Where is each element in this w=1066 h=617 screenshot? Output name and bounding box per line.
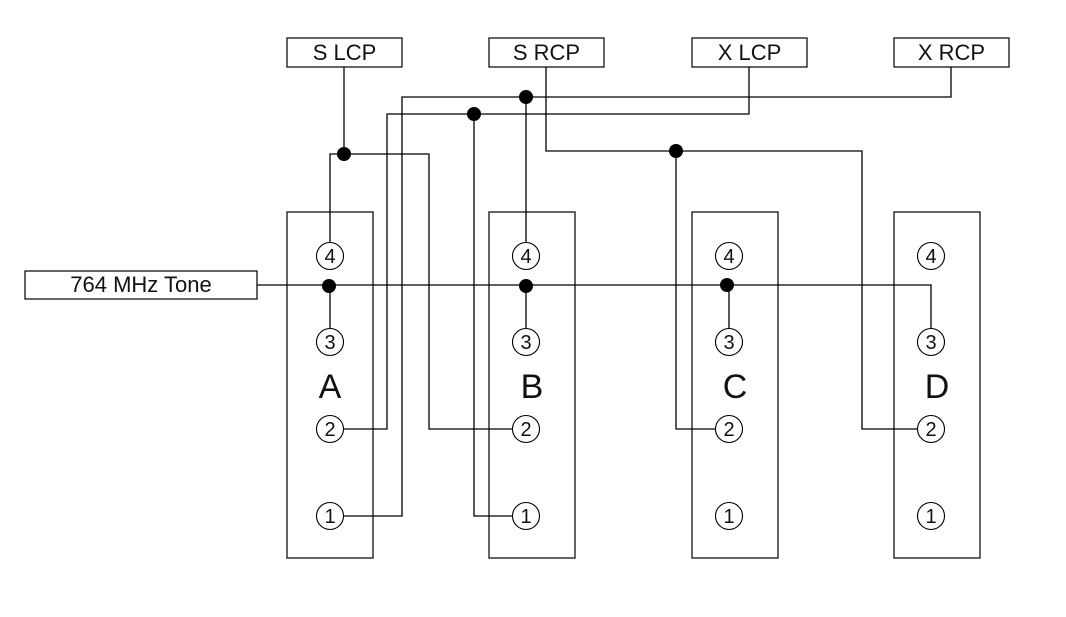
panel-B xyxy=(488,211,576,559)
port-number: 4 xyxy=(723,246,734,268)
junctions xyxy=(322,90,734,293)
wire-tone-bus xyxy=(257,284,932,329)
port-D-4: 4 xyxy=(916,241,946,271)
port-number: 3 xyxy=(723,332,734,354)
wire-s-rcp-to-c2 xyxy=(675,151,716,430)
junction-tone-c xyxy=(720,278,734,292)
wire-x-rcp-trunk xyxy=(526,67,952,98)
port-circle xyxy=(714,414,744,444)
port-A-1: 1 xyxy=(315,501,345,531)
wire-x-lcp-trunk xyxy=(474,67,750,115)
port-circle xyxy=(315,241,345,271)
panel-C-box xyxy=(691,211,779,559)
tone-source: 764 MHz Tone xyxy=(24,270,258,300)
port-number: 2 xyxy=(520,419,531,441)
port-B-4: 4 xyxy=(511,241,541,271)
port-number: 1 xyxy=(925,506,936,528)
port-circle xyxy=(916,414,946,444)
panel-B-box xyxy=(488,211,576,559)
port-circle xyxy=(916,501,946,531)
source-x-lcp-box xyxy=(691,37,808,68)
port-number: 3 xyxy=(520,332,531,354)
port-circle xyxy=(714,241,744,271)
ports: 4 3 2 1 4 3 2 1 4 3 2 1 4 3 2 1 xyxy=(315,241,946,531)
port-number: 2 xyxy=(925,419,936,441)
port-number: 1 xyxy=(520,506,531,528)
port-number: 4 xyxy=(520,246,531,268)
source-s-lcp: S LCP xyxy=(286,37,403,68)
source-s-rcp-box xyxy=(488,37,605,68)
port-number: 1 xyxy=(324,506,335,528)
source-x-lcp-label: X LCP xyxy=(718,40,782,65)
port-circle xyxy=(916,327,946,357)
port-circle xyxy=(916,241,946,271)
port-C-1: 1 xyxy=(714,501,744,531)
junction-tone-b xyxy=(519,279,533,293)
port-circle xyxy=(315,327,345,357)
tone-label: 764 MHz Tone xyxy=(70,272,211,297)
panel-A-box xyxy=(286,211,374,559)
port-B-3: 3 xyxy=(511,327,541,357)
port-C-2: 2 xyxy=(714,414,744,444)
panel-D xyxy=(893,211,981,559)
wire-x-lcp-to-b1 xyxy=(473,114,513,517)
port-circle xyxy=(714,501,744,531)
port-number: 4 xyxy=(324,246,335,268)
port-circle xyxy=(315,501,345,531)
port-number: 3 xyxy=(324,332,335,354)
junction-x-lcp xyxy=(467,107,481,121)
port-A-3: 3 xyxy=(315,327,345,357)
port-A-2: 2 xyxy=(315,414,345,444)
wire-s-rcp-trunk xyxy=(545,67,676,152)
junction-x-rcp xyxy=(519,90,533,104)
port-number: 3 xyxy=(925,332,936,354)
panel-C xyxy=(691,211,779,559)
panel-label-B: B xyxy=(521,368,544,406)
junction-s-lcp xyxy=(337,147,351,161)
source-x-rcp: X RCP xyxy=(893,37,1010,68)
port-number: 2 xyxy=(723,419,734,441)
port-circle xyxy=(315,414,345,444)
source-x-rcp-box xyxy=(893,37,1010,68)
wires xyxy=(257,67,952,517)
source-s-lcp-box xyxy=(286,37,403,68)
port-D-2: 2 xyxy=(916,414,946,444)
panel-label-A: A xyxy=(319,368,342,406)
panel-D-box xyxy=(893,211,981,559)
port-circle xyxy=(511,501,541,531)
port-C-3: 3 xyxy=(714,327,744,357)
port-number: 1 xyxy=(723,506,734,528)
wire-x-lcp-to-a2 xyxy=(343,113,474,430)
port-circle xyxy=(511,327,541,357)
source-x-lcp: X LCP xyxy=(691,37,808,68)
panel-label-C: C xyxy=(723,368,748,406)
tone-box xyxy=(24,270,258,300)
port-circle xyxy=(511,241,541,271)
port-number: 2 xyxy=(324,419,335,441)
source-x-rcp-label: X RCP xyxy=(918,40,985,65)
port-B-2: 2 xyxy=(511,414,541,444)
source-s-lcp-label: S LCP xyxy=(313,40,377,65)
source-s-rcp-label: S RCP xyxy=(513,40,580,65)
wire-s-rcp-to-d2 xyxy=(676,150,918,430)
panel-label-D: D xyxy=(925,368,950,406)
port-D-1: 1 xyxy=(916,501,946,531)
port-circle xyxy=(714,327,744,357)
panel-A xyxy=(286,211,374,559)
source-s-rcp: S RCP xyxy=(488,37,605,68)
junction-s-rcp xyxy=(669,144,683,158)
port-D-3: 3 xyxy=(916,327,946,357)
port-number: 4 xyxy=(925,246,936,268)
port-circle xyxy=(511,414,541,444)
port-A-4: 4 xyxy=(315,241,345,271)
junction-tone-a xyxy=(322,279,336,293)
port-C-4: 4 xyxy=(714,241,744,271)
port-B-1: 1 xyxy=(511,501,541,531)
